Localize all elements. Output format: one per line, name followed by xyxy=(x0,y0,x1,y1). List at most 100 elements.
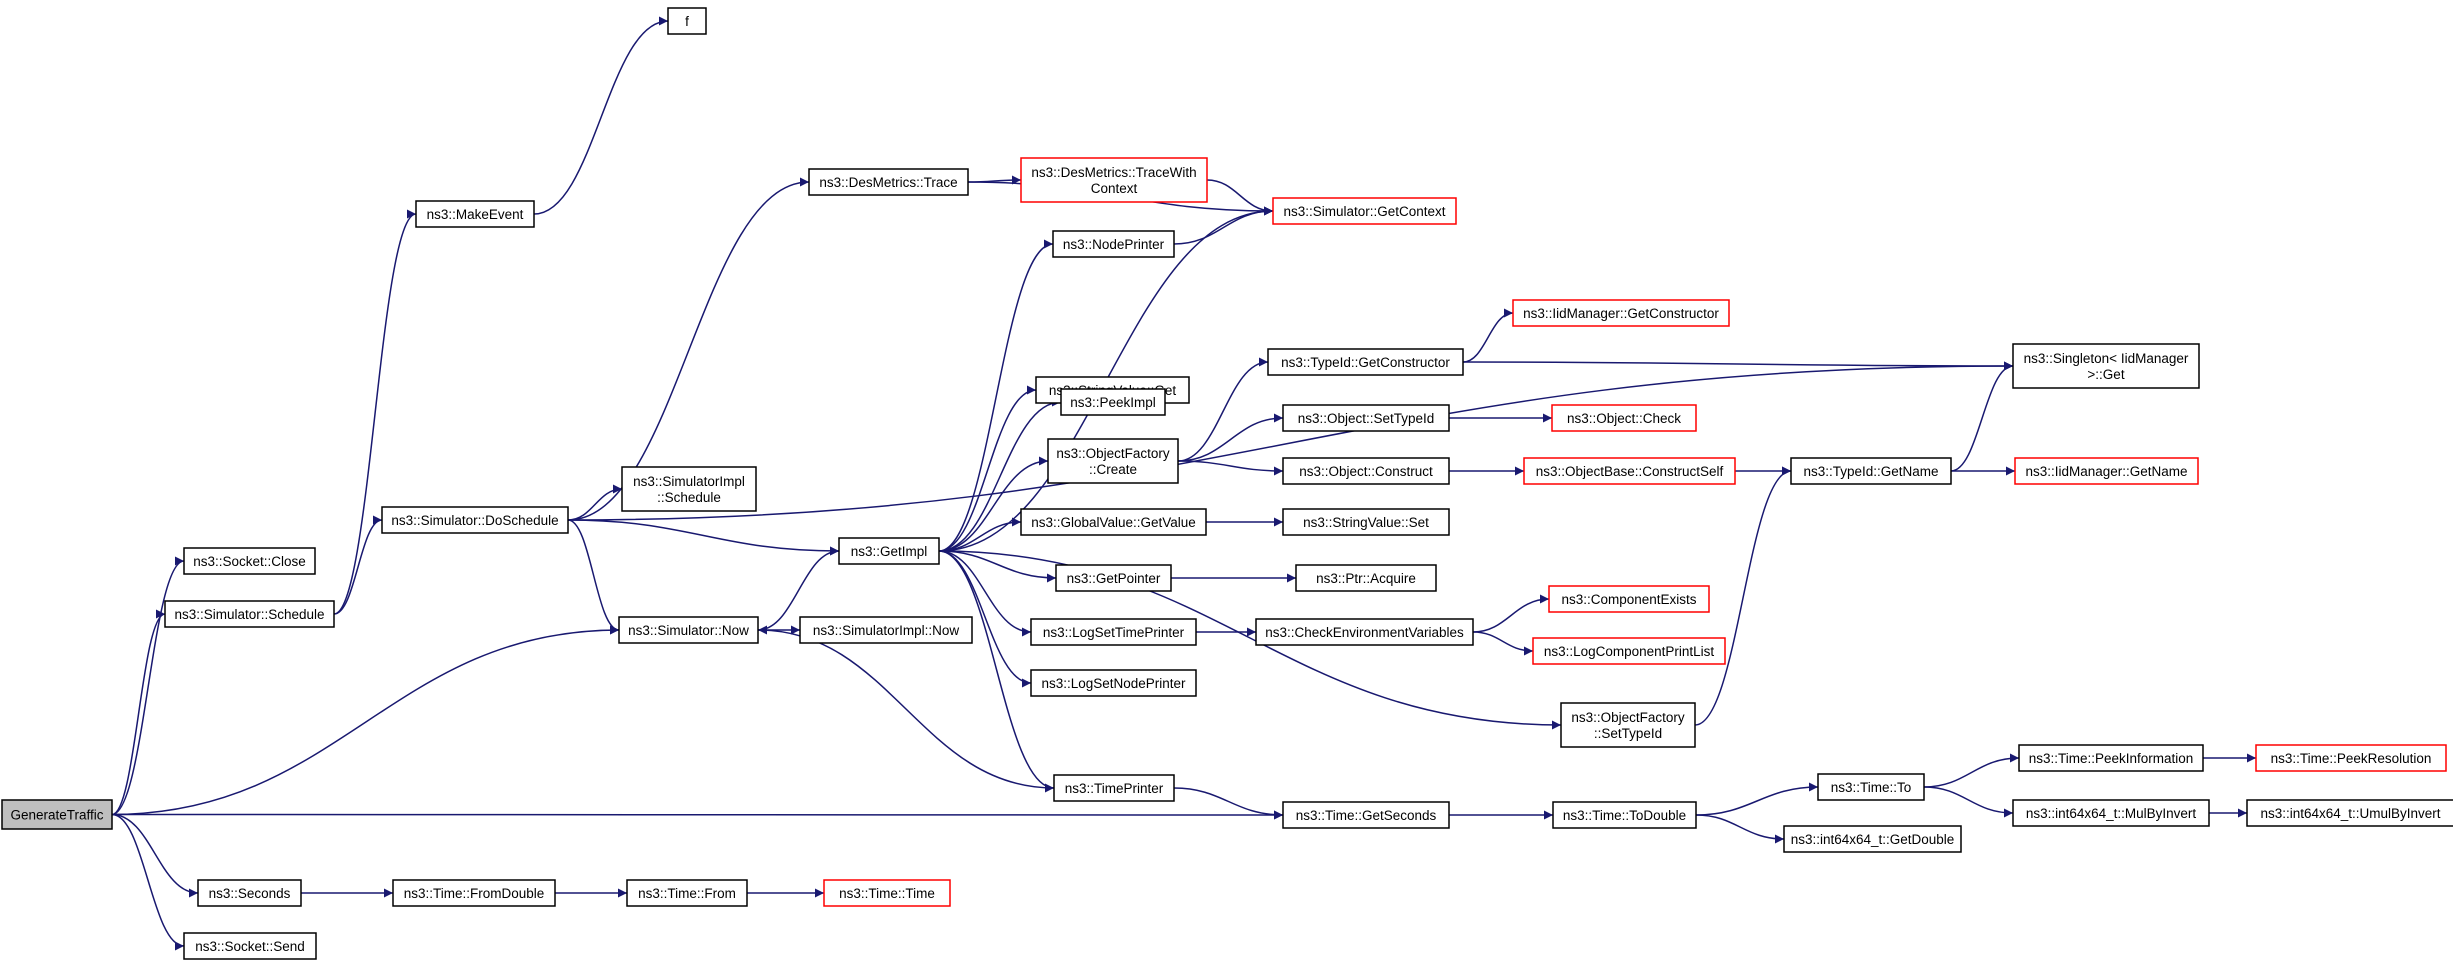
node-box xyxy=(1282,404,1450,432)
node-getcontext[interactable]: ns3::Simulator::GetContext xyxy=(1272,197,1457,225)
node-box xyxy=(183,932,317,960)
node-logsetnodeprinter[interactable]: ns3::LogSetNodePrinter xyxy=(1030,669,1197,697)
edge-getimpl-to-stringvalue-get xyxy=(938,385,1037,552)
node-label: ns3::Time::GetSeconds xyxy=(1296,808,1437,823)
node-socket-close[interactable]: ns3::Socket::Close xyxy=(183,547,316,575)
node-box xyxy=(667,7,707,35)
node-f[interactable]: f xyxy=(667,7,707,35)
node-label: ns3::ComponentExists xyxy=(1561,592,1696,607)
edge-timeprinter-to-sim-now xyxy=(757,625,1055,789)
node-box xyxy=(1272,197,1457,225)
node-box xyxy=(1282,801,1450,829)
node-mulbyinvert[interactable]: ns3::int64x64_t::MulByInvert xyxy=(2012,799,2210,827)
node-box xyxy=(1020,508,1207,536)
edge-objfactory-create-to-typeid-getconstructor xyxy=(1177,357,1269,462)
node-checkenv[interactable]: ns3::CheckEnvironmentVariables xyxy=(1255,618,1474,646)
node-simimpl-now[interactable]: ns3::SimulatorImpl::Now xyxy=(799,616,973,644)
edge-typeid-getname-to-singleton-get xyxy=(1950,361,2014,472)
node-time-fromdouble[interactable]: ns3::Time::FromDouble xyxy=(392,879,556,907)
edge-getimpl-to-peekimpl xyxy=(938,397,1062,552)
node-label: ns3::PeekImpl xyxy=(1070,395,1156,410)
node-typeid-getname[interactable]: ns3::TypeId::GetName xyxy=(1790,457,1952,485)
node-label: >::Get xyxy=(2087,367,2124,382)
node-label: ns3::LogSetNodePrinter xyxy=(1041,676,1186,691)
node-time-getseconds[interactable]: ns3::Time::GetSeconds xyxy=(1282,801,1450,829)
node-box xyxy=(2255,744,2447,772)
node-globalvalue-getvalue[interactable]: ns3::GlobalValue::GetValue xyxy=(1020,508,1207,536)
node-logcomponentprintlist[interactable]: ns3::LogComponentPrintList xyxy=(1532,637,1726,665)
edge-generatetraffic-to-time-getseconds xyxy=(111,810,1284,820)
edge-getimpl-to-nodeprinter xyxy=(938,239,1054,552)
node-componentexists[interactable]: ns3::ComponentExists xyxy=(1548,585,1710,613)
node-box xyxy=(1053,774,1175,802)
edge-typeid-getconstructor-to-singleton-get xyxy=(1462,361,2014,371)
node-iidmanager-getname[interactable]: ns3::IidManager::GetName xyxy=(2014,457,2199,485)
edge-generatetraffic-to-socket-close xyxy=(111,556,185,816)
edge-generatetraffic-to-sim-schedule xyxy=(111,609,166,816)
node-typeid-getconstructor[interactable]: ns3::TypeId::GetConstructor xyxy=(1267,348,1464,376)
node-label: ns3::Time::ToDouble xyxy=(1563,808,1686,823)
node-label: ns3::Time::To xyxy=(1831,780,1912,795)
node-objfactory-settypeid[interactable]: ns3::ObjectFactory::SetTypeId xyxy=(1560,702,1696,748)
node-ptr-acquire[interactable]: ns3::Ptr::Acquire xyxy=(1295,564,1437,592)
node-singleton-get[interactable]: ns3::Singleton< IidManager>::Get xyxy=(2012,343,2200,389)
node-socket-send[interactable]: ns3::Socket::Send xyxy=(183,932,317,960)
node-label: ns3::Seconds xyxy=(209,886,291,901)
node-box xyxy=(1052,230,1175,258)
node-time-from[interactable]: ns3::Time::From xyxy=(626,879,748,907)
edge-getimpl-to-objfactory-create xyxy=(938,456,1049,552)
node-iidmanager-getconstructor[interactable]: ns3::IidManager::GetConstructor xyxy=(1512,299,1730,327)
node-object-construct[interactable]: ns3::Object::Construct xyxy=(1282,457,1450,485)
node-box xyxy=(1532,637,1726,665)
node-sim-schedule[interactable]: ns3::Simulator::Schedule xyxy=(164,600,335,628)
node-time-todouble[interactable]: ns3::Time::ToDouble xyxy=(1552,801,1697,829)
node-sim-now[interactable]: ns3::Simulator::Now xyxy=(618,616,759,644)
node-box xyxy=(1030,669,1197,697)
node-label: ns3::LogSetTimePrinter xyxy=(1043,625,1185,640)
node-label: ns3::Simulator::DoSchedule xyxy=(391,513,558,528)
node-box xyxy=(1,799,113,830)
node-label: ns3::TypeId::GetConstructor xyxy=(1281,355,1450,370)
edge-doschedule-to-simimpl-schedule xyxy=(567,484,623,521)
node-desmetrics-trace[interactable]: ns3::DesMetrics::Trace xyxy=(808,168,969,196)
node-makeevent[interactable]: ns3::MakeEvent xyxy=(415,200,535,228)
node-objfactory-create[interactable]: ns3::ObjectFactory::Create xyxy=(1047,438,1179,484)
node-peekresolution[interactable]: ns3::Time::PeekResolution xyxy=(2255,744,2447,772)
node-label: ns3::int64x64_t::GetDouble xyxy=(1791,832,1955,847)
node-object-check[interactable]: ns3::Object::Check xyxy=(1551,404,1697,432)
node-stringvalue-set[interactable]: ns3::StringValue::Set xyxy=(1282,508,1450,536)
node-box xyxy=(183,547,316,575)
node-box xyxy=(823,879,951,907)
node-label: ns3::MakeEvent xyxy=(427,207,524,222)
edge-doschedule-to-getimpl xyxy=(567,519,840,556)
edge-doschedule-to-desmetrics-trace xyxy=(567,177,810,521)
node-constructself[interactable]: ns3::ObjectBase::ConstructSelf xyxy=(1523,457,1736,485)
node-time-to[interactable]: ns3::Time::To xyxy=(1817,773,1925,801)
node-seconds[interactable]: ns3::Seconds xyxy=(197,879,302,907)
node-label: ns3::SimulatorImpl xyxy=(633,474,745,489)
node-label: GenerateTraffic xyxy=(10,808,103,823)
node-timeprinter[interactable]: ns3::TimePrinter xyxy=(1053,774,1175,802)
node-getpointer[interactable]: ns3::GetPointer xyxy=(1055,564,1172,592)
node-box xyxy=(2018,744,2204,772)
node-peekinformation[interactable]: ns3::Time::PeekInformation xyxy=(2018,744,2204,772)
edge-objfactory-settypeid-to-typeid-getname xyxy=(1694,466,1792,726)
node-nodeprinter[interactable]: ns3::NodePrinter xyxy=(1052,230,1175,258)
edge-getimpl-to-logsettimeprinter xyxy=(938,550,1032,637)
node-peekimpl[interactable]: ns3::PeekImpl xyxy=(1060,388,1166,416)
node-int64-getdouble[interactable]: ns3::int64x64_t::GetDouble xyxy=(1783,825,1962,853)
edge-objfactory-create-to-object-construct xyxy=(1177,460,1284,476)
node-umulbyinvert[interactable]: ns3::int64x64_t::UmulByInvert xyxy=(2246,799,2453,827)
node-box xyxy=(1552,801,1697,829)
node-object-settypeid[interactable]: ns3::Object::SetTypeId xyxy=(1282,404,1450,432)
node-doschedule[interactable]: ns3::Simulator::DoSchedule xyxy=(381,506,569,534)
node-time-time[interactable]: ns3::Time::Time xyxy=(823,879,951,907)
node-label: ns3::ObjectFactory xyxy=(1056,446,1170,461)
node-simimpl-schedule[interactable]: ns3::SimulatorImpl::Schedule xyxy=(621,466,757,512)
node-generatetraffic[interactable]: GenerateTraffic xyxy=(1,799,113,830)
node-logsettimeprinter[interactable]: ns3::LogSetTimePrinter xyxy=(1030,618,1197,646)
edge-time-to-to-peekinformation xyxy=(1923,753,2020,788)
node-getimpl[interactable]: ns3::GetImpl xyxy=(838,537,940,565)
node-label: ns3::Object::SetTypeId xyxy=(1298,411,1435,426)
